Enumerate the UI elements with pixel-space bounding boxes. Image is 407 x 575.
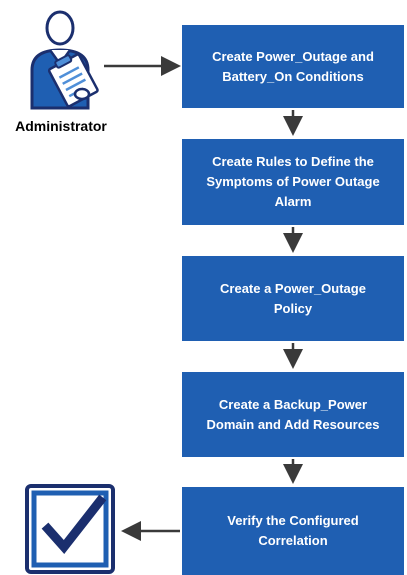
step-verify-correlation: Verify the Configured Correlation <box>182 487 404 575</box>
verified-checkbox-icon <box>25 484 115 574</box>
step-create-conditions: Create Power_Outage and Battery_On Condi… <box>182 25 404 108</box>
step-create-domain: Create a Backup_Power Domain and Add Res… <box>182 372 404 457</box>
step-label: Verify the Configured Correlation <box>227 513 359 548</box>
administrator-icon <box>30 10 99 110</box>
step-create-rules: Create Rules to Define the Symptoms of P… <box>182 139 404 225</box>
step-label: Create Rules to Define the Symptoms of P… <box>206 154 380 209</box>
step-label: Create Power_Outage and Battery_On Condi… <box>212 48 374 84</box>
step-label: Create a Power_Outage Policy <box>220 280 366 316</box>
actor-label: Administrator <box>15 118 107 134</box>
step-label: Create a Backup_Power Domain and Add Res… <box>206 396 380 432</box>
step-create-policy: Create a Power_Outage Policy <box>182 256 404 341</box>
